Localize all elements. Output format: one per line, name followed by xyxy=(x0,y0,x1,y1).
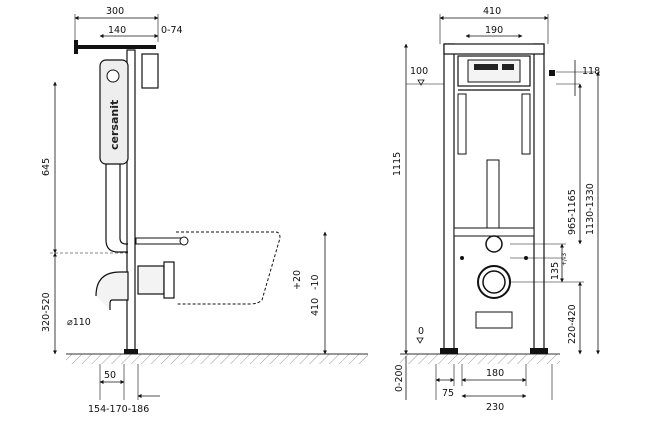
dim-drain-height: 320-520 xyxy=(41,292,52,332)
flush-pipe-outer xyxy=(105,164,128,253)
toilet-bowl-outline xyxy=(176,231,281,305)
dim-plate-height: 118 xyxy=(582,66,600,77)
dim-foot-width: 230 xyxy=(486,402,504,413)
frame-cross-bar xyxy=(453,227,535,237)
dim-tank-height: 645 xyxy=(41,158,52,176)
dim-outlet-tolerance: +/-3 xyxy=(561,253,568,266)
front-view: 410 190 100 1115 0 0-200 118 965-1165 11… xyxy=(392,6,600,413)
side-view: cersanit 300 140 0-74 645 320-520 ⌀110 4… xyxy=(41,6,368,415)
drain-elbow xyxy=(95,271,129,310)
dim-foot-left: 75 xyxy=(442,388,454,399)
dim-bowl-adjust-bottom: -10 xyxy=(310,274,321,290)
plate-marker xyxy=(549,70,555,76)
frame-top-bar xyxy=(443,43,545,55)
mounting-rod xyxy=(135,237,183,245)
dim-outlet-height: 135 xyxy=(550,262,561,280)
drain-connector xyxy=(137,265,165,295)
frame-foot-left xyxy=(440,348,458,354)
dim-adjust-2: 1130-1330 xyxy=(585,183,596,235)
dim-outlet-range: 220-420 xyxy=(567,304,578,344)
front-flush-pipe xyxy=(486,159,500,229)
flush-pipe-inner xyxy=(119,164,128,245)
flush-outlet xyxy=(485,235,503,253)
dim-floor-level: 0 xyxy=(418,326,424,337)
bolt-left xyxy=(460,256,464,260)
dim-pipe-diameter: ⌀110 xyxy=(67,317,91,328)
frame-foot-side xyxy=(124,349,138,354)
dim-floor-depth: 0-200 xyxy=(394,364,405,392)
dim-bracket-width: 140 xyxy=(108,25,126,36)
dim-bowl-height: 410 xyxy=(310,298,321,316)
floor-hatch-right xyxy=(400,354,560,364)
dim-adjust-1: 965-1165 xyxy=(567,189,578,235)
flush-button-2 xyxy=(502,64,514,70)
brand-label: cersanit xyxy=(108,100,121,150)
wall-bracket xyxy=(76,45,156,49)
dim-bolt-spacing: 180 xyxy=(486,368,504,379)
wall-bracket-end xyxy=(74,40,78,54)
mounting-nut xyxy=(179,236,189,246)
dim-wall-gap: 0-74 xyxy=(161,25,183,36)
flush-plate xyxy=(467,59,521,83)
cistern-tank xyxy=(99,59,129,165)
flush-plate-box xyxy=(141,53,159,89)
dim-frame-height: 1115 xyxy=(392,152,403,176)
drain-flange xyxy=(163,261,175,299)
frame-post-left xyxy=(443,43,455,351)
bottom-plate xyxy=(475,311,513,329)
cistern-rail-left xyxy=(457,93,467,155)
dim-plate-width: 190 xyxy=(485,25,503,36)
floor-hatch-left xyxy=(66,354,368,364)
dim-top-level: 100 xyxy=(410,66,428,77)
frame-post-right xyxy=(533,43,545,351)
dim-total-depth: 300 xyxy=(106,6,124,17)
frame-foot-right xyxy=(530,348,548,354)
dim-foot-depth: 50 xyxy=(104,370,116,381)
flush-button-1 xyxy=(474,64,498,70)
tank-valve xyxy=(106,69,120,83)
dim-wall-distance: 154-170-186 xyxy=(88,404,149,415)
dim-frame-width: 410 xyxy=(483,6,501,17)
dim-bowl-adjust-top: +20 xyxy=(292,270,303,290)
cistern-rail-right xyxy=(521,93,531,155)
